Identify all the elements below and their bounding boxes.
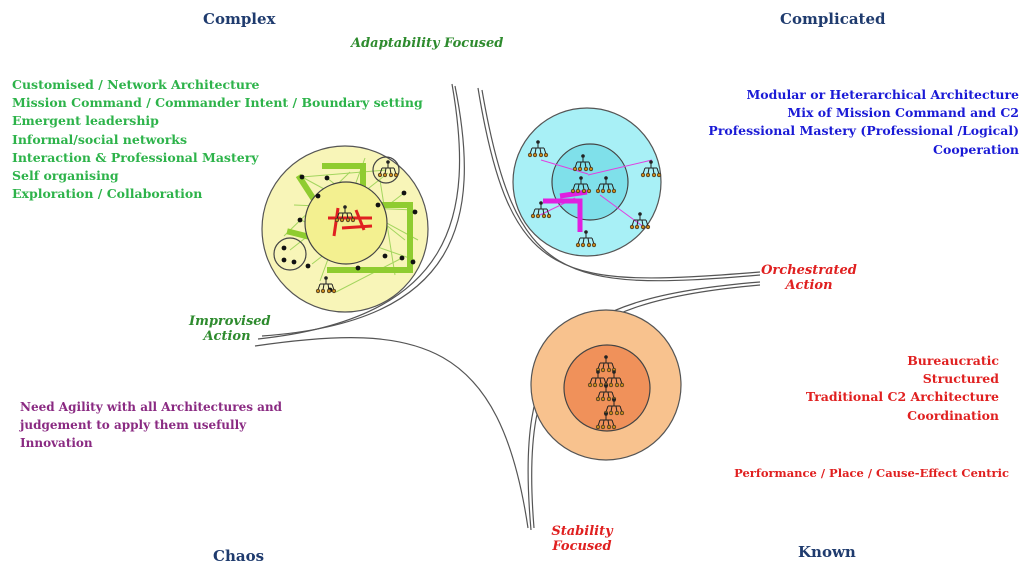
label-orchestrated-line1: Orchestrated	[761, 263, 857, 278]
list-item: Traditional C2 Architecture	[805, 389, 999, 405]
list-item: Structured	[922, 371, 999, 387]
list-item: Modular or Heterarchical Architecture	[746, 87, 1019, 102]
complex-nodes	[281, 174, 418, 293]
boundary-curve-top-left-inner	[261, 85, 465, 337]
quadrant-title-chaos: Chaos	[213, 547, 265, 565]
label-orchestrated-action: Orchestrated Action	[760, 263, 858, 293]
list-item: Need Agility with all Architectures and	[20, 400, 283, 414]
list-item: Self organising	[12, 168, 119, 184]
list-item: Mix of Mission Command and C2	[787, 105, 1019, 121]
boundary-curve-top-right-inner	[481, 89, 761, 282]
known-structured-circle	[530, 309, 682, 461]
label-stability-line2: Focused	[552, 539, 612, 554]
label-improvised-line2: Action	[203, 329, 251, 344]
list-item: Bureaucratic	[907, 353, 999, 368]
list-item: Mission Command / Commander Intent / Bou…	[12, 95, 423, 111]
complex-network-circle	[261, 145, 429, 313]
list-item: Exploration / Collaboration	[12, 186, 203, 202]
list-item: Emergent leadership	[12, 113, 159, 129]
label-stability-focused: Stability Focused	[551, 524, 613, 554]
quadrant-title-complex: Complex	[203, 10, 276, 28]
complex-small-circle-top	[372, 156, 400, 184]
complicated-bold-links	[543, 189, 588, 232]
quadrant-title-complicated: Complicated	[780, 10, 886, 28]
list-item: Professional Mastery (Professional /Logi…	[708, 123, 1019, 139]
complex-inner-circle	[304, 181, 388, 265]
label-stability-line1: Stability	[551, 524, 613, 539]
complicated-characteristics-list: Modular or Heterarchical Architecture Mi…	[708, 86, 1019, 159]
complicated-inner-circle	[551, 143, 629, 221]
complex-center-cluster	[328, 207, 373, 237]
list-item: Informal/social networks	[12, 131, 188, 147]
label-orchestrated-line2: Action	[785, 278, 833, 293]
chaos-characteristics-list: Need Agility with all Architectures and …	[20, 398, 282, 453]
known-characteristics-list: Bureaucratic Structured Traditional C2 A…	[806, 352, 999, 425]
known-footer-text: Performance / Place / Cause-Effect Centr…	[734, 466, 1009, 480]
list-item: judgement to apply them usefully	[20, 418, 247, 433]
list-item: Interaction & Professional Mastery	[12, 149, 259, 165]
list-item: Coordination	[907, 407, 999, 423]
label-adaptability-focused: Adaptability Focused	[351, 36, 504, 51]
list-item: Customised / Network Architecture	[12, 77, 260, 92]
list-item: Cooperation	[933, 141, 1019, 157]
complex-small-circle-left	[273, 237, 307, 271]
known-inner-circle	[563, 344, 651, 432]
label-improvised-action: Improvised Action	[189, 314, 271, 344]
boundary-curve-bottom-left	[254, 337, 529, 529]
boundary-curve-top-right	[477, 87, 761, 279]
complicated-modular-circle	[512, 107, 662, 257]
quadrant-title-known: Known	[798, 543, 856, 561]
label-improvised-line1: Improvised	[189, 314, 271, 329]
complex-characteristics-list: Customised / Network Architecture Missio…	[12, 76, 423, 203]
list-item: Innovation	[20, 436, 93, 451]
